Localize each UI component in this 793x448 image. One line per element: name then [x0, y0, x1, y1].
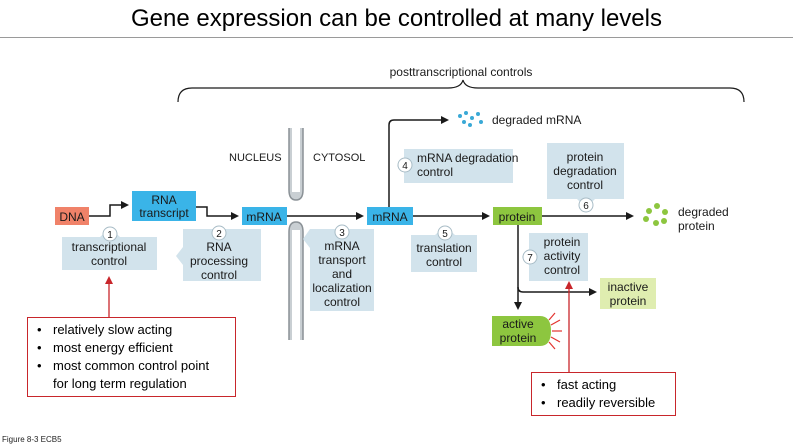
- cytosol-label: CYTOSOL: [313, 152, 365, 164]
- control-2: 2 RNA processing control: [176, 225, 261, 282]
- degraded-protein-label-2: protein: [678, 219, 715, 233]
- control-1: 1 transcriptional control: [62, 226, 157, 270]
- callout-right-item: fast acting: [535, 376, 675, 394]
- control-2-line-3: control: [201, 268, 237, 282]
- degraded-mrna-label: degraded mRNA: [492, 113, 581, 127]
- mrna-nucleus-box: [242, 207, 287, 225]
- rna-transcript-box: [132, 191, 196, 221]
- control-2-number: 2: [216, 229, 222, 240]
- control-7-line-2: activity: [544, 249, 581, 263]
- control-1-number: 1: [107, 230, 113, 241]
- inactive-protein-label-1: inactive: [608, 280, 649, 294]
- callout-left-item-continuation: for long term regulation: [53, 376, 187, 391]
- control-3-line-4: localization: [312, 281, 371, 295]
- nucleus-label: NUCLEUS: [229, 152, 282, 164]
- control-5-line-2: control: [426, 255, 462, 269]
- active-protein-box: [492, 316, 551, 346]
- nuclear-envelope: [288, 128, 304, 340]
- dna-box: [55, 207, 89, 225]
- control-4-number: 4: [402, 161, 408, 172]
- arrow-to-mrna-nucleus: [196, 206, 239, 220]
- rna-transcript-label-1: RNA: [151, 193, 176, 207]
- control-3: 3 mRNA transport and localization contro…: [303, 224, 374, 311]
- control-6-line-2: degradation: [553, 164, 616, 178]
- inactive-protein-label-2: protein: [610, 294, 647, 308]
- control-6-number: 6: [583, 201, 589, 212]
- control-3-number: 3: [339, 228, 345, 239]
- control-4: 4 mRNA degradation control: [397, 149, 518, 183]
- control-1-line-2: control: [91, 254, 127, 268]
- active-protein-rays: [548, 312, 562, 350]
- dna-label: DNA: [59, 210, 84, 224]
- control-5-line-1: translation: [416, 241, 471, 255]
- control-5: 5 translation control: [411, 225, 477, 272]
- slide-title: Gene expression can be controlled at man…: [131, 5, 662, 32]
- protein-box: [493, 207, 542, 225]
- control-6-line-1: protein: [567, 150, 604, 164]
- degraded-protein-dots: [643, 203, 668, 226]
- arrow-to-rna-transcript: [98, 201, 129, 217]
- mrna-nucleus-label: mRNA: [246, 210, 281, 224]
- mrna-cytosol-label: mRNA: [372, 210, 407, 224]
- posttranscriptional-label: posttranscriptional controls: [390, 65, 533, 79]
- callout-left-item: most energy efficient: [31, 339, 235, 357]
- callout-left-item: relatively slow acting: [31, 321, 235, 339]
- control-5-number: 5: [442, 229, 448, 240]
- control-2-line-2: processing: [190, 254, 248, 268]
- arrow-to-inactive-protein: [517, 286, 597, 296]
- control-4-line-2: control: [417, 165, 453, 179]
- control-7-number: 7: [527, 253, 533, 264]
- posttranscriptional-brace: [177, 79, 745, 103]
- callout-left-item: most common control point: [31, 357, 235, 375]
- control-7-line-1: protein: [544, 235, 581, 249]
- control-3-line-5: control: [324, 295, 360, 309]
- inactive-protein-box: [600, 278, 656, 309]
- control-6: 6 protein degradation control: [547, 143, 624, 213]
- control-3-line-1: mRNA: [324, 239, 359, 253]
- arrow-to-degraded-mrna: [388, 116, 449, 207]
- protein-label: protein: [499, 210, 536, 224]
- active-protein-label-1: active: [502, 317, 534, 331]
- degraded-protein-label-1: degraded: [678, 205, 729, 219]
- control-4-line-1: mRNA degradation: [417, 151, 518, 165]
- mrna-cytosol-box: [367, 207, 413, 225]
- control-3-line-3: and: [332, 267, 352, 281]
- control-7: 7 protein activity control: [522, 233, 588, 281]
- callout-fast-acting: fast acting readily reversible: [531, 372, 676, 416]
- callout-right-item: readily reversible: [535, 394, 675, 412]
- control-2-line-1: RNA: [206, 240, 231, 254]
- figure-label: Figure 8-3 ECB5: [2, 435, 62, 444]
- control-7-line-3: control: [544, 263, 580, 277]
- degraded-mrna-dots: [458, 111, 483, 127]
- active-protein-label-2: protein: [500, 331, 537, 345]
- control-6-line-3: control: [567, 178, 603, 192]
- rna-transcript-label-2: transcript: [139, 206, 189, 220]
- control-3-line-2: transport: [318, 253, 366, 267]
- control-1-line-1: transcriptional: [72, 240, 147, 254]
- callout-slow-acting: relatively slow acting most energy effic…: [27, 317, 236, 397]
- title-divider: [0, 37, 793, 38]
